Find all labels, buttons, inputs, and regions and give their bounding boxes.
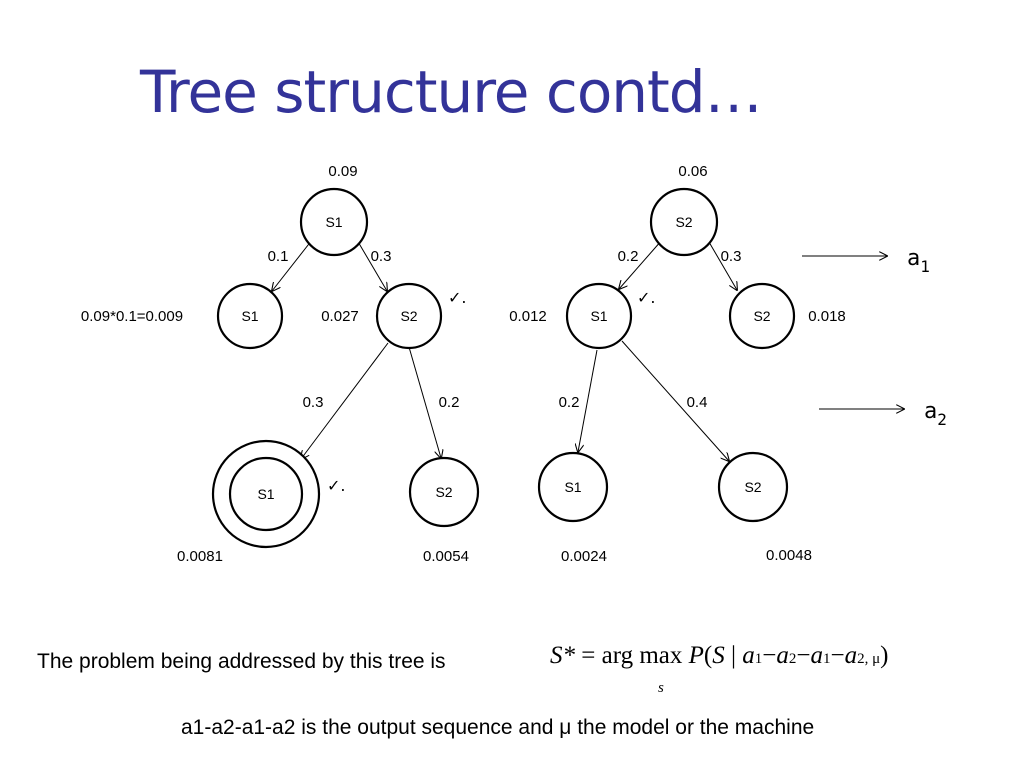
right-root-node: S2	[649, 187, 719, 257]
checkmark-icon: ✓.	[637, 288, 656, 307]
node-label: S2	[675, 214, 692, 230]
output-a2-base: a	[924, 399, 937, 424]
node-label: S1	[241, 308, 258, 324]
edge-left-s2-to-s2	[408, 346, 441, 458]
checkmark-icon: ✓.	[448, 288, 467, 307]
node-label: S2	[400, 308, 417, 324]
formula: S* = arg max P(S | a1−a2−a1−a2, μ)	[550, 642, 888, 670]
node-label: S1	[257, 486, 274, 502]
node-label: S1	[564, 479, 581, 495]
right-l2-s2-node: S2	[717, 451, 789, 523]
left-root-node: S1	[299, 187, 369, 257]
edge-prob: 0.3	[721, 248, 742, 265]
left-l1-s2-node: S2	[375, 282, 443, 350]
edge-left-s2-to-s1	[301, 342, 389, 459]
edge-right-s1-to-s2	[621, 340, 729, 461]
node-prob: 0.0054	[423, 548, 469, 565]
output-a2-sub: 2	[937, 410, 947, 429]
formula-lhs: S*	[550, 642, 575, 669]
output-label-a2: a2	[924, 399, 947, 429]
edge-prob: 0.3	[303, 394, 324, 411]
node-label: S1	[590, 308, 607, 324]
formula-minus: −	[796, 642, 811, 669]
node-prob: 0.012	[509, 308, 547, 325]
right-l2-s1-node: S1	[537, 451, 609, 523]
edge-prob: 0.1	[268, 248, 289, 265]
formula-sub-last: 2, μ	[857, 651, 881, 667]
edge-prob: 0.2	[559, 394, 580, 411]
output-label-a1: a1	[907, 246, 930, 276]
node-prob: 0.06	[678, 163, 707, 180]
formula-sub3: 1	[822, 651, 831, 667]
formula-open: (	[703, 642, 713, 669]
checkmark-icon: ✓.	[327, 476, 346, 495]
node-prob: 0.018	[808, 308, 846, 325]
tree-diagram: S1 0.09 0.1 0.3 S1 0.09*0.1=0.009 S2 0.0…	[81, 163, 947, 565]
formula-minus: −	[762, 642, 777, 669]
right-l1-s1-node: S1	[565, 282, 633, 350]
left-l1-s1-node: S1	[216, 282, 284, 350]
edge-prob: 0.2	[618, 248, 639, 265]
output-a1-base: a	[907, 246, 920, 271]
problem-statement: The problem being addressed by this tree…	[37, 650, 446, 673]
node-prob: 0.09	[328, 163, 357, 180]
formula-under-s: s	[658, 680, 664, 696]
edge-right-s1-to-s1	[578, 349, 598, 452]
node-prob: 0.0048	[766, 547, 812, 564]
edge-prob: 0.4	[687, 394, 708, 411]
formula-var: S	[712, 642, 725, 669]
node-prob: 0.027	[321, 308, 359, 325]
formula-minus: −	[830, 642, 845, 669]
node-prob: 0.09*0.1=0.009	[81, 308, 183, 325]
formula-sub2: 2	[788, 651, 797, 667]
node-prob: 0.0081	[177, 548, 223, 565]
node-label: S2	[753, 308, 770, 324]
edge-prob: 0.2	[439, 394, 460, 411]
node-label: S2	[744, 479, 761, 495]
formula-close: )	[880, 642, 889, 669]
sequence-note: a1-a2-a1-a2 is the output sequence and μ…	[181, 716, 815, 739]
node-prob: 0.0024	[561, 548, 607, 565]
node-label: S1	[325, 214, 342, 230]
edge-prob: 0.3	[371, 248, 392, 265]
formula-a4: a	[844, 642, 858, 669]
formula-a1: a	[742, 642, 755, 669]
output-a1-sub: 1	[920, 257, 930, 276]
formula-a3: a	[810, 642, 823, 669]
formula-func: P	[688, 642, 704, 669]
edge-left-root-to-s1	[272, 239, 313, 291]
left-l2-s1-node-highlighted: S1	[211, 439, 321, 549]
edge-right-root-to-s1	[619, 239, 663, 289]
formula-a2: a	[776, 642, 789, 669]
formula-bar: |	[730, 642, 736, 669]
slide-title: Tree structure contd…	[140, 58, 763, 126]
node-label: S2	[435, 484, 452, 500]
formula-sub1: 1	[754, 651, 763, 667]
left-l2-s2-node: S2	[408, 456, 480, 528]
right-l1-s2-node: S2	[728, 282, 796, 350]
edge-left-root-to-s2	[356, 239, 387, 291]
formula-op: arg max	[601, 642, 683, 669]
edge-right-root-to-s2	[708, 241, 737, 290]
formula-eq: =	[581, 642, 596, 669]
